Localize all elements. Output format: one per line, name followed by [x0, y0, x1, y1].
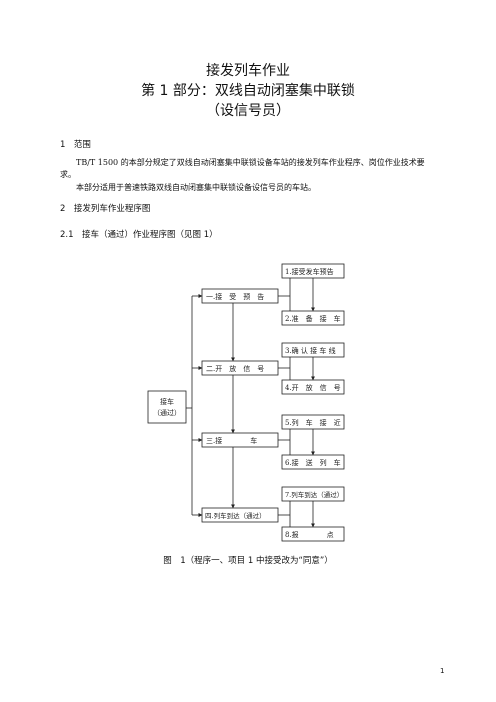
- step-label-6: 6.接 送 列 车: [285, 458, 341, 467]
- figure-caption: 图 1（程序一、项目 1 中接受改为“同意”）: [163, 556, 333, 566]
- title-line-1: 接发列车作业: [206, 63, 290, 79]
- stage-label-2: 二.开 放 信 号: [206, 364, 264, 373]
- section-1-para-1-line-1: TB/T 1500 的本部分规定了双线自动闭塞集中联锁设备车站的接发列车作业程序…: [76, 158, 425, 167]
- stage-label-4: 四.列车到达（通过）: [205, 511, 266, 520]
- page-number: 1: [440, 667, 445, 675]
- step-label-7: 7.列车到达（通过）: [285, 490, 343, 499]
- step-label-5: 5.列 车 接 近: [285, 418, 341, 427]
- section-1-heading: 1 范围: [60, 140, 91, 150]
- title-line-3: （设信号员）: [206, 103, 290, 119]
- stage-label-1: 一.接 受 预 告: [206, 292, 264, 301]
- root-label-line-2: （通过）: [153, 408, 181, 417]
- section-1-para-1-line-2: 求。: [60, 170, 76, 179]
- root-label-line-1: 接车: [160, 397, 174, 406]
- step-label-4: 4.开 放 信 号: [285, 383, 341, 392]
- root-box: [147, 390, 187, 424]
- section-2-1-heading: 2.1 接车（通过）作业程序图（见图 1）: [60, 230, 218, 240]
- step-label-3: 3.确 认 接 车 线: [285, 346, 336, 355]
- step-label-2: 2.准 备 接 车: [285, 314, 341, 323]
- step-label-8: 8.报 点: [285, 530, 334, 539]
- section-1-para-2: 本部分适用于普速铁路双线自动闭塞集中联锁设备设信号员的车站。: [76, 183, 316, 192]
- stage-label-3: 三.接 车: [206, 436, 257, 445]
- step-label-1: 1.接受发车预告: [285, 267, 334, 276]
- title-line-2: 第 1 部分：双线自动闭塞集中联锁: [141, 83, 355, 99]
- section-2-heading: 2 接发列车作业程序图: [60, 204, 151, 214]
